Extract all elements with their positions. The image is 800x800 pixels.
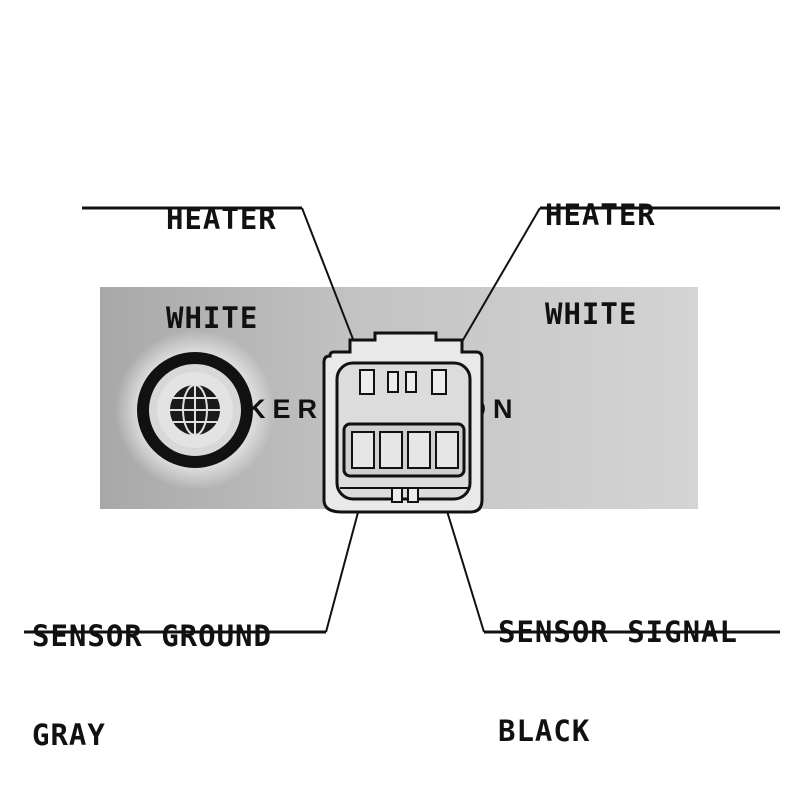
label-heater-right: HEATER WHITE xyxy=(545,133,656,397)
label-sensor-signal-line2: BLACK xyxy=(498,714,591,748)
label-heater-right-line2: WHITE xyxy=(545,297,638,331)
connector-housing xyxy=(322,331,484,514)
label-heater-left: HEATER WHITE xyxy=(166,137,277,401)
label-heater-left-line1: HEATER xyxy=(166,202,277,236)
label-sensor-signal-line1: SENSOR SIGNAL xyxy=(498,615,738,649)
label-sensor-ground-line1: SENSOR GROUND xyxy=(32,619,272,653)
label-sensor-signal: SENSOR SIGNAL BLACK xyxy=(498,550,738,800)
label-sensor-ground: SENSOR GROUND GRAY xyxy=(32,554,272,800)
leader-lines xyxy=(24,206,780,634)
label-heater-left-line2: WHITE xyxy=(166,301,259,335)
label-sensor-ground-line2: GRAY xyxy=(32,718,106,752)
label-heater-right-line1: HEATER xyxy=(545,198,656,232)
watermark-logo xyxy=(115,330,275,490)
globe-icon xyxy=(170,384,220,436)
